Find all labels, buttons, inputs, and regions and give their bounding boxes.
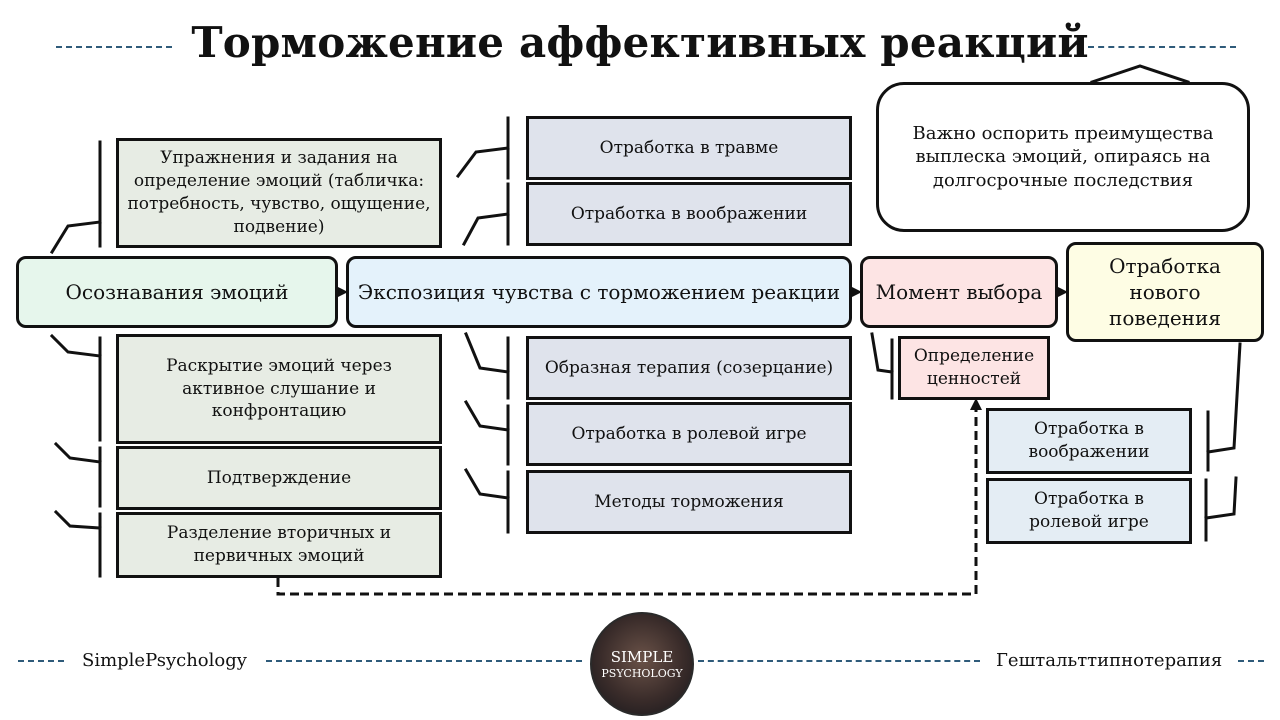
choice-node: Момент выбора [860,256,1058,328]
exposure-node: Экспозиция чувства с торможением реакции [346,256,852,328]
footer-dash-1 [18,660,64,662]
awareness-separation-text: Разделение вторичных и первичных эмоций [166,523,392,566]
exposure-trauma-box: Отработка в травме [526,116,852,180]
exposure-imagery-box: Образная терапия (созерцание) [526,336,852,400]
behavior-imagination-box: Отработка в воображении [986,408,1192,474]
footer-dash-2 [266,660,582,662]
footer-dash-3 [698,660,980,662]
page-title: Торможение аффективных реакций [191,18,1089,67]
awareness-label: Осознавания эмоций [65,280,289,304]
logo-line-1: SIMPLE [610,647,674,666]
awareness-separation-box: Разделение вторичных и первичных эмоций [116,512,442,578]
exposure-imagination-text: Отработка в воображении [570,203,808,224]
values-text: Определение ценностей [913,346,1035,389]
exposure-inhibition-box: Методы торможения [526,470,852,534]
footer-left-label: SimplePsychology [82,650,247,671]
simple-psychology-logo: SIMPLE PSYCHOLOGY [590,612,694,716]
exposure-trauma-text: Отработка в травме [599,137,779,158]
awareness-validation-text: Подтверждение [206,467,352,488]
behavior-imagination-text: Отработка в воображении [1028,419,1150,462]
awareness-node: Осознавания эмоций [16,256,338,328]
callout-text: Важно оспорить преимущества выплеска эмо… [912,122,1214,191]
new-behavior-node: Отработка нового поведения [1066,242,1264,342]
awareness-exercises-text: Упражнения и задания на определение эмоц… [127,148,431,237]
awareness-disclosure-text: Раскрытие эмоций через активное слушание… [166,355,392,422]
exposure-imagination-box: Отработка в воображении [526,182,852,246]
behavior-roleplay-box: Отработка в ролевой игре [986,478,1192,544]
logo-line-2: PSYCHOLOGY [601,666,683,680]
callout-bubble: Важно оспорить преимущества выплеска эмо… [876,82,1250,232]
footer-dash-4 [1238,660,1264,662]
exposure-roleplay-text: Отработка в ролевой игре [571,423,807,444]
choice-label: Момент выбора [875,280,1043,304]
exposure-inhibition-text: Методы торможения [594,491,784,512]
exposure-imagery-text: Образная терапия (созерцание) [544,357,834,378]
awareness-exercises-box: Упражнения и задания на определение эмоц… [116,138,442,248]
title-dash-right [1088,46,1236,48]
title-dash-left [56,46,172,48]
awareness-validation-box: Подтверждение [116,446,442,510]
new-behavior-label: Отработка нового поведения [1109,254,1221,330]
behavior-roleplay-text: Отработка в ролевой игре [1029,489,1149,532]
exposure-label: Экспозиция чувства с торможением реакции [357,280,841,304]
values-box: Определение ценностей [898,336,1050,400]
footer-right-label: Гештальттипнотерапия [996,650,1223,671]
awareness-disclosure-box: Раскрытие эмоций через активное слушание… [116,334,442,444]
exposure-roleplay-box: Отработка в ролевой игре [526,402,852,466]
